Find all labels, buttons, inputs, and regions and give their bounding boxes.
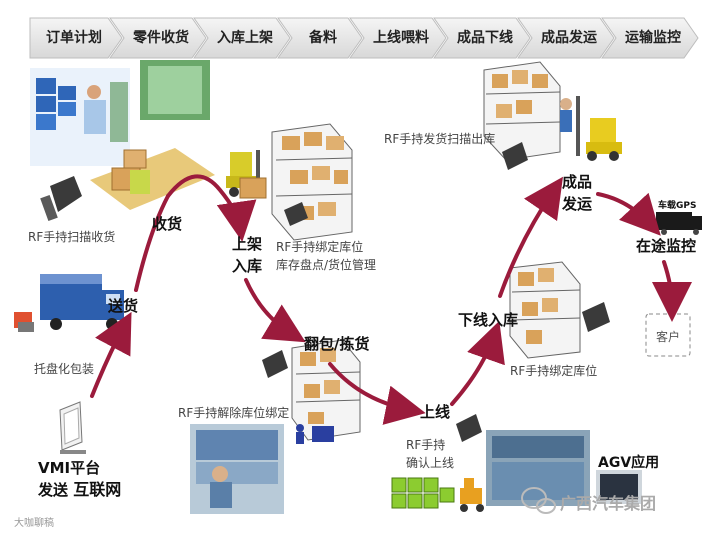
step-prep: 备料 xyxy=(309,30,337,46)
label-agv: AGV应用 xyxy=(598,455,660,471)
gps-truck-icon xyxy=(656,212,702,235)
step-order-plan: 订单计划 xyxy=(46,30,102,46)
rack-boxes-3 xyxy=(509,261,581,359)
label-rf-confirm-1: RF手持 xyxy=(406,438,446,452)
step-ship: 成品发运 xyxy=(541,30,597,46)
arrow-transit-to-customer xyxy=(651,260,692,322)
chevron-shelve xyxy=(193,17,291,59)
label-shelve-1: 上架 xyxy=(232,235,263,253)
label-vmi-send-prefix: 发送 xyxy=(38,481,69,499)
step-feed: 上线喂料 xyxy=(373,30,429,46)
label-ship-2: 发运 xyxy=(562,195,593,213)
label-rf-receive: RF手持扫描收货 xyxy=(28,230,116,244)
chevron-offline xyxy=(433,17,531,59)
rack-boxes-1 xyxy=(271,123,353,241)
watermark-main: 广西汽车集团 xyxy=(560,494,657,513)
blue-cart-icon xyxy=(296,424,334,444)
chevron-prep xyxy=(277,17,363,59)
watermark-corner: 大咖聊稿 xyxy=(14,518,54,529)
small-forklift-icon xyxy=(460,478,484,512)
rf-scanner-icon-6 xyxy=(502,142,528,170)
rack-boxes-2 xyxy=(291,339,361,441)
label-rf-ship: RF手持发货扫描出库 xyxy=(384,132,496,146)
yellow-forklift-icon xyxy=(560,96,622,161)
chevron-feed xyxy=(349,17,447,59)
step-transport: 运输监控 xyxy=(625,30,681,46)
process-chevron-bar xyxy=(29,17,699,59)
label-vmi-send: 发送 互联网 xyxy=(38,480,121,500)
rf-scanner-icon xyxy=(40,176,82,221)
label-vmi-internet: 互联网 xyxy=(73,480,122,499)
rf-scanner-icon-4 xyxy=(456,414,482,442)
label-gps: 车载GPS xyxy=(658,201,697,211)
step-part-receive: 零件收货 xyxy=(133,30,189,46)
arrow-send-to-receive xyxy=(134,194,170,292)
flow-arrows xyxy=(90,174,692,425)
green-crates-icon xyxy=(391,477,455,509)
label-rf-confirm-2: 确认上线 xyxy=(406,456,455,470)
arrow-offline-to-ship xyxy=(498,176,563,298)
arrow-vmi-to-send xyxy=(90,311,132,398)
arrow-online-to-offline xyxy=(450,320,505,406)
label-customer: 客户 xyxy=(656,330,681,344)
step-offline: 成品下线 xyxy=(457,30,513,46)
customer-box xyxy=(645,313,691,357)
arrow-receive-to-shelve xyxy=(166,174,257,242)
label-receive: 收货 xyxy=(152,215,183,233)
chevron-ship xyxy=(517,17,615,59)
chevron-order-plan xyxy=(29,17,123,59)
label-rf-bind-2: 库存盘点/货位管理 xyxy=(276,258,377,272)
label-rf-bind-1: RF手持绑定库位 xyxy=(276,240,364,254)
arrow-pick-to-online xyxy=(328,362,426,425)
label-send: 送货 xyxy=(108,297,139,315)
receiving-dock xyxy=(90,60,215,210)
label-online: 上线 xyxy=(420,403,451,421)
label-pallet: 托盘化包装 xyxy=(34,362,95,376)
label-pick: 翻包/拣货 xyxy=(304,335,370,353)
label-offline: 下线入库 xyxy=(458,311,519,329)
wechat-icon xyxy=(521,487,556,514)
chevron-transport xyxy=(601,17,699,59)
label-vmi: VMI平台 xyxy=(38,459,101,477)
arrow-ship-to-transit xyxy=(596,192,661,236)
label-transit: 在途监控 xyxy=(636,237,697,255)
production-line-photo xyxy=(486,430,590,506)
monitor-icon xyxy=(59,401,86,454)
workshop-photo xyxy=(190,424,284,514)
label-ship-1: 成品 xyxy=(562,173,593,191)
rf-scanner-icon-2 xyxy=(284,202,308,226)
receiving-photo xyxy=(30,68,130,166)
agv-photo xyxy=(596,470,642,504)
rack-boxes-4 xyxy=(483,61,561,161)
arrow-shelve-to-pick xyxy=(244,278,306,343)
label-shelve-2: 入库 xyxy=(232,257,263,275)
label-rf-bind2: RF手持绑定库位 xyxy=(510,364,598,378)
chevron-part-receive xyxy=(109,17,207,59)
step-shelve: 入库上架 xyxy=(217,30,273,46)
label-rf-unbind: RF手持解除库位绑定 xyxy=(178,406,290,420)
rf-scanner-icon-3 xyxy=(262,350,288,378)
forklift-icon xyxy=(226,150,267,199)
rf-scanner-icon-5 xyxy=(582,302,610,332)
